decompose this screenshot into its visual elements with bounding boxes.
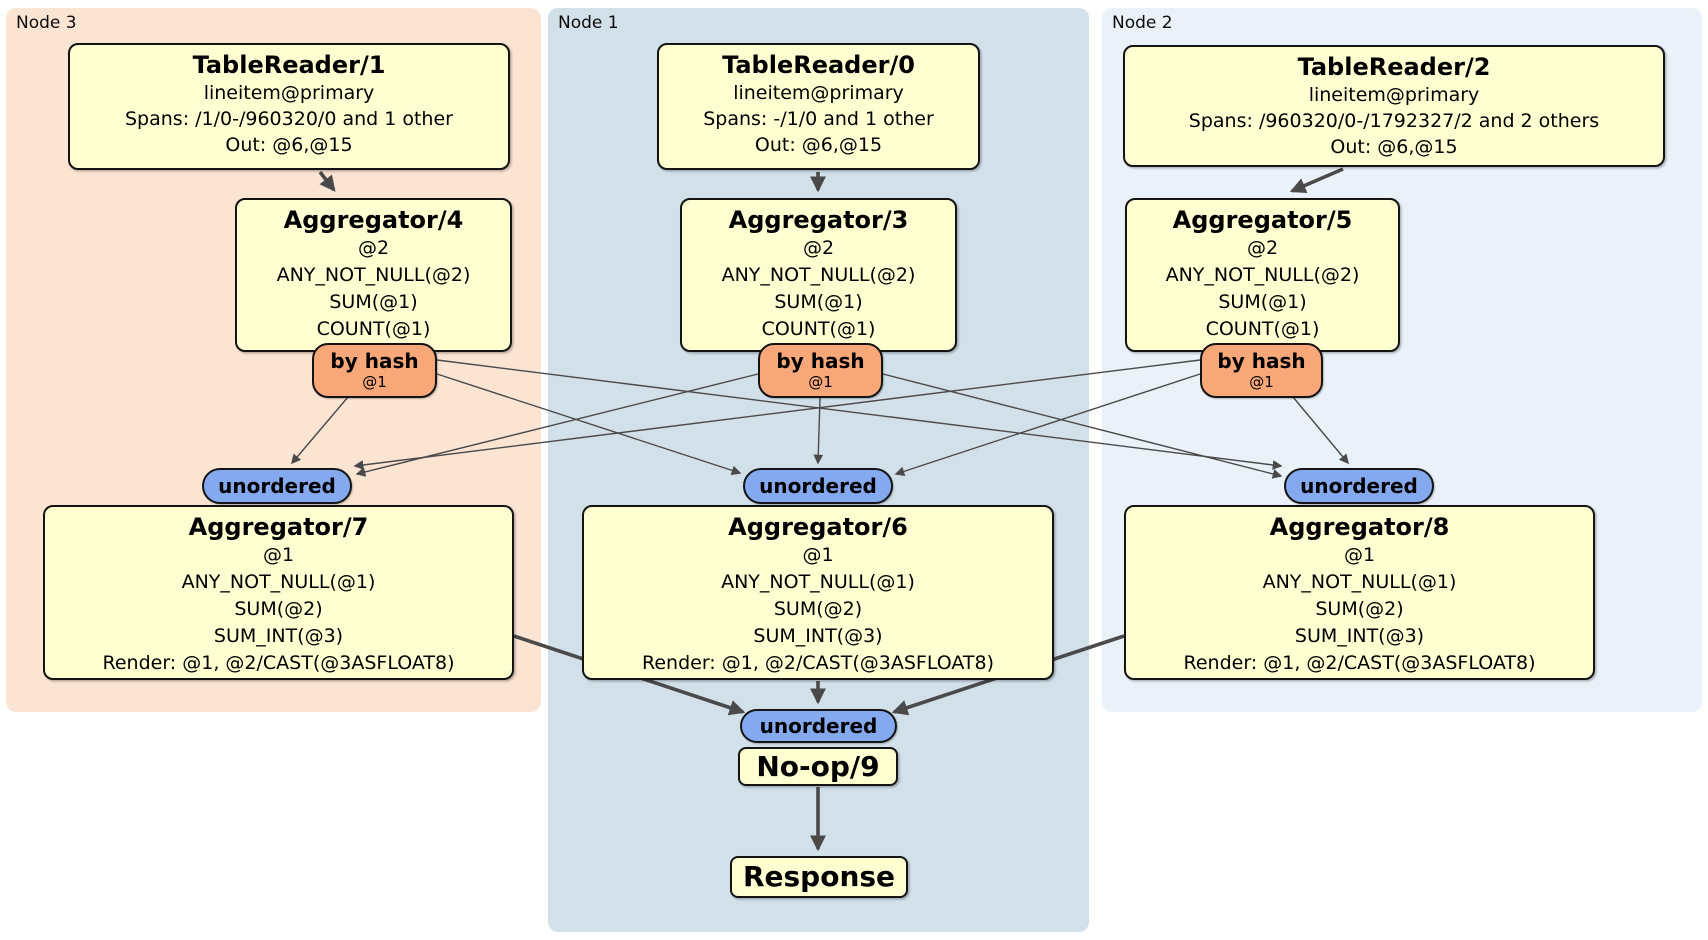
unordered-sync-agg8: unordered (1284, 468, 1434, 504)
aggregator-5-node: Aggregator/5 @2 ANY_NOT_NULL(@2) SUM(@1)… (1125, 198, 1400, 352)
node-detail: Render: @1, @2/CAST(@3ASFLOAT8) (102, 652, 455, 674)
node-detail: Spans: -/1/0 and 1 other (703, 108, 934, 130)
edge-tr1-agg4 (318, 170, 336, 192)
tablereader-0-node: TableReader/0 lineitem@primary Spans: -/… (657, 43, 980, 170)
node-detail: SUM_INT(@3) (753, 625, 883, 647)
node-detail: ANY_NOT_NULL(@2) (276, 264, 471, 286)
node-title: Aggregator/5 (1172, 206, 1353, 234)
edge-tr2-agg5 (1289, 167, 1344, 193)
node-detail: ANY_NOT_NULL(@1) (721, 571, 915, 593)
aggregator-8-node: Aggregator/8 @1 ANY_NOT_NULL(@1) SUM(@2)… (1124, 505, 1595, 680)
node-detail: Render: @1, @2/CAST(@3ASFLOAT8) (1183, 652, 1536, 674)
node-title: TableReader/2 (1297, 53, 1491, 81)
node-detail: @1 (262, 544, 295, 566)
unordered-sync-agg6: unordered (743, 468, 893, 504)
node-detail: lineitem@primary (203, 82, 375, 104)
node-detail: ANY_NOT_NULL(@1) (181, 571, 376, 593)
aggregator-7-node: Aggregator/7 @1 ANY_NOT_NULL(@1) SUM(@2)… (43, 505, 514, 680)
router-detail: @1 (808, 373, 833, 391)
node-detail: SUM(@1) (774, 291, 863, 313)
node-detail: @2 (357, 237, 390, 259)
node-detail: lineitem@primary (733, 82, 904, 104)
aggregator-3-node: Aggregator/3 @2 ANY_NOT_NULL(@2) SUM(@1)… (680, 198, 957, 352)
node-detail: SUM(@2) (773, 598, 863, 620)
router-detail: @1 (1249, 373, 1274, 391)
node-detail: SUM_INT(@3) (1294, 625, 1425, 647)
router-label: by hash (330, 349, 419, 373)
hash-router-agg3: by hash @1 (758, 343, 883, 398)
router-label: by hash (776, 349, 865, 373)
node-detail: SUM_INT(@3) (213, 625, 344, 647)
edge-hash5-sync6 (894, 373, 1201, 477)
sync-label: unordered (218, 474, 336, 498)
node-detail: COUNT(@1) (1205, 318, 1320, 340)
node2-label: Node 2 (1112, 13, 1173, 33)
router-label: by hash (1217, 349, 1306, 373)
node-detail: Spans: /1/0-/960320/0 and 1 other (125, 108, 453, 130)
edge-hash4-sync7 (291, 396, 349, 465)
edge-hash4-sync6 (436, 373, 742, 476)
node-detail: SUM(@1) (329, 291, 418, 313)
node-detail: @2 (802, 237, 835, 259)
node-detail: @2 (1246, 237, 1279, 259)
unordered-sync-agg7: unordered (202, 468, 352, 504)
unordered-sync-noop: unordered (740, 709, 897, 743)
hash-router-agg5: by hash @1 (1200, 343, 1323, 398)
node-title: No-op/9 (756, 749, 880, 783)
aggregator-6-node: Aggregator/6 @1 ANY_NOT_NULL(@1) SUM(@2)… (582, 505, 1054, 680)
node-detail: SUM(@2) (1315, 598, 1404, 620)
aggregator-4-node: Aggregator/4 @2 ANY_NOT_NULL(@2) SUM(@1)… (235, 198, 512, 352)
node-title: TableReader/1 (192, 51, 386, 79)
node-detail: Spans: /960320/0-/1792327/2 and 2 others (1188, 110, 1600, 132)
edge-hash4-sync8 (436, 359, 1283, 470)
node-detail: Out: @6,@15 (1330, 136, 1458, 158)
tablereader-1-node: TableReader/1 lineitem@primary Spans: /1… (68, 43, 510, 170)
node-title: Aggregator/8 (1269, 513, 1450, 541)
response-node: Response (730, 856, 908, 898)
sync-label: unordered (759, 714, 878, 738)
node-detail: ANY_NOT_NULL(@2) (1165, 264, 1360, 286)
node-title: Aggregator/7 (188, 513, 369, 541)
node-title: Response (742, 860, 896, 893)
router-detail: @1 (362, 373, 387, 391)
node-detail: COUNT(@1) (316, 318, 431, 340)
tablereader-2-node: TableReader/2 lineitem@primary Spans: /9… (1123, 45, 1665, 167)
node-detail: Out: @6,@15 (754, 134, 883, 156)
node-detail: ANY_NOT_NULL(@2) (721, 264, 916, 286)
node1-label: Node 1 (558, 13, 619, 33)
node-detail: lineitem@primary (1308, 84, 1480, 106)
node-detail: SUM(@2) (234, 598, 323, 620)
node-detail: SUM(@1) (1218, 291, 1307, 313)
node-detail: COUNT(@1) (761, 318, 876, 340)
hash-router-agg4: by hash @1 (312, 343, 437, 398)
sync-label: unordered (1300, 474, 1418, 498)
node-title: Aggregator/4 (283, 206, 464, 234)
node-detail: @1 (802, 544, 834, 566)
edge-hash3-sync6 (813, 397, 824, 465)
node-detail: @1 (1343, 544, 1376, 566)
node-detail: ANY_NOT_NULL(@1) (1262, 571, 1457, 593)
node-detail: Out: @6,@15 (225, 134, 353, 156)
node-title: Aggregator/3 (728, 206, 909, 234)
node-detail: Render: @1, @2/CAST(@3ASFLOAT8) (642, 652, 994, 674)
node-title: TableReader/0 (722, 51, 915, 79)
edge-hash5-sync7 (353, 359, 1201, 470)
noop-9-node: No-op/9 (738, 747, 898, 786)
node3-label: Node 3 (16, 13, 77, 33)
edge-hash5-sync8 (1292, 396, 1349, 465)
sync-label: unordered (759, 474, 877, 498)
node-title: Aggregator/6 (728, 513, 908, 541)
